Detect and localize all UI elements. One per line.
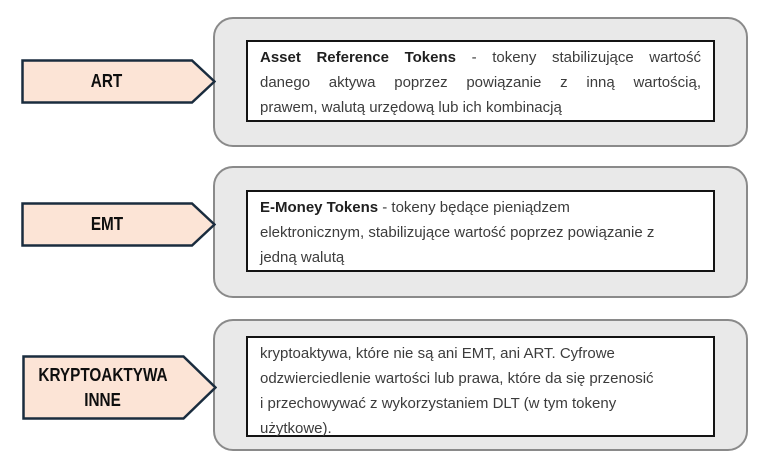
definition-line: użytkowe). <box>260 416 701 441</box>
arrow-pentagon-icon <box>21 202 216 247</box>
definition-line: danego aktywa poprzez powiązanie z inną … <box>260 70 701 95</box>
other-crypto-definition-textbox: kryptoaktywa, które nie są ani EMT, ani … <box>246 336 715 437</box>
definition-text: i przechowywać z wykorzystaniem DLT (w t… <box>260 395 617 412</box>
arrow-label-line: EMT <box>90 214 123 234</box>
emt-arrow: EMT <box>21 202 216 247</box>
arrow-label-line: KRYPTOAKTYWA <box>38 364 168 385</box>
definition-line: i przechowywać z wykorzystaniem DLT (w t… <box>260 391 701 416</box>
definition-line: odzwierciedlenie wartości lub prawa, któ… <box>260 366 701 391</box>
arrow-pentagon-icon <box>22 355 217 420</box>
definition-text: elektronicznym, stabilizujące wartość po… <box>260 224 655 241</box>
other-crypto-arrow-label: KRYPTOAKTYWA INNE <box>22 355 184 420</box>
arrow-label-line: INNE <box>84 389 122 410</box>
emt-definition-textbox: E-Money Tokens - tokeny będące pieniądze… <box>246 190 715 272</box>
other-crypto-arrow: KRYPTOAKTYWA INNE <box>22 355 217 420</box>
arrow-pentagon-shape <box>21 202 216 247</box>
definition-line: Asset Reference Tokens - tokeny stabiliz… <box>260 45 701 70</box>
arrow-pentagon-shape <box>22 355 217 420</box>
definition-line: E-Money Tokens - tokeny będące pieniądze… <box>260 195 701 220</box>
term-bold: E-Money Tokens <box>260 199 379 216</box>
emt-arrow-label: EMT <box>21 202 192 247</box>
art-arrow-label: ART <box>21 59 192 104</box>
definition-text: - tokeny będące pieniądzem <box>378 199 570 216</box>
art-arrow: ART <box>21 59 216 104</box>
definition-text: danego aktywa poprzez powiązanie z inną … <box>260 74 701 91</box>
arrow-pentagon-shape <box>21 59 216 104</box>
definition-line: jedną walutą <box>260 245 701 270</box>
definition-text: jedną walutą <box>260 249 345 266</box>
definition-text: - tokeny stabilizujące wartość <box>456 49 701 66</box>
definition-text: prawem, walutą urzędową lub ich kombinac… <box>260 99 562 116</box>
term-bold: Asset Reference Tokens <box>260 49 456 66</box>
definition-line: kryptoaktywa, które nie są ani EMT, ani … <box>260 341 701 366</box>
arrow-pentagon-icon <box>21 59 216 104</box>
definition-text: kryptoaktywa, które nie są ani EMT, ani … <box>260 345 615 362</box>
definition-line: prawem, walutą urzędową lub ich kombinac… <box>260 95 701 120</box>
definition-text: użytkowe). <box>260 420 332 437</box>
arrow-label-line: ART <box>90 71 123 91</box>
definition-text: odzwierciedlenie wartości lub prawa, któ… <box>260 370 654 387</box>
art-definition-textbox: Asset Reference Tokens - tokeny stabiliz… <box>246 40 715 122</box>
definition-line: elektronicznym, stabilizujące wartość po… <box>260 220 701 245</box>
